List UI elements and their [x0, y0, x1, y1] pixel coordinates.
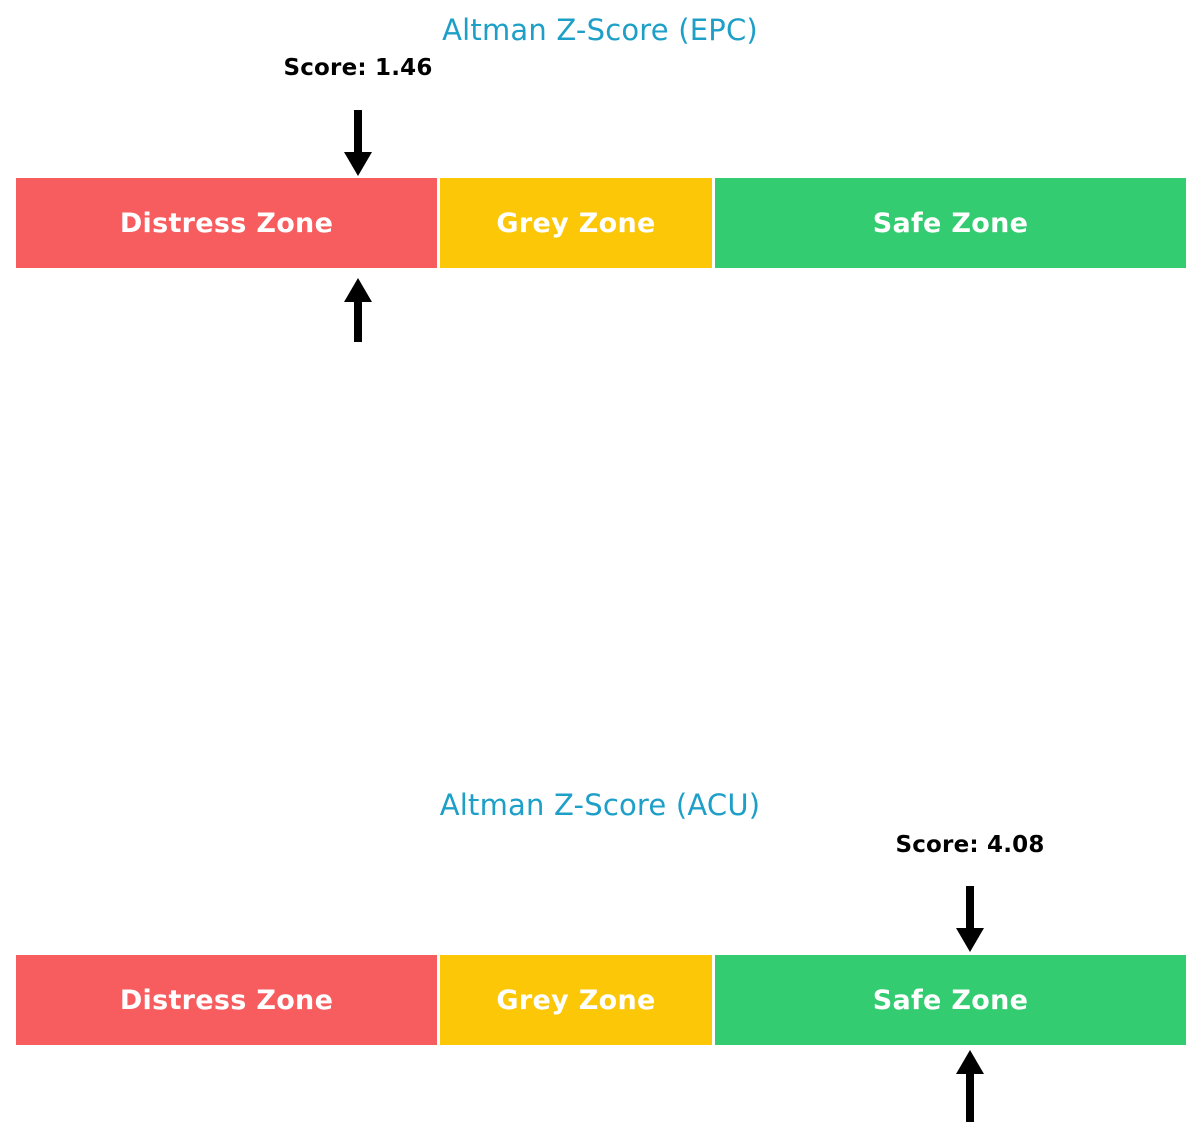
zone-safe-epc[interactable]: Safe Zone [715, 178, 1186, 268]
zone-label: Distress Zone [119, 984, 334, 1016]
chart-title-epc: Altman Z-Score (EPC) [442, 13, 758, 47]
score-label-epc: Score: 1.46 [283, 55, 433, 81]
zone-bar-epc: Distress Zone Grey Zone Safe Zone [16, 178, 1186, 268]
arrow-up-icon [341, 278, 375, 342]
zone-grey-epc[interactable]: Grey Zone [440, 178, 712, 268]
zone-distress-acu[interactable]: Distress Zone [16, 955, 437, 1045]
score-label-acu: Score: 4.08 [895, 832, 1045, 858]
zone-label: Safe Zone [872, 984, 1029, 1016]
arrow-down-icon [341, 110, 375, 178]
zone-label: Distress Zone [119, 207, 334, 239]
gauge-panel-acu: Altman Z-Score (ACU) Score: 4.08 Distres… [0, 388, 1200, 1122]
gauge-panel-epc: Altman Z-Score (EPC) Score: 1.46 Distres… [0, 0, 1200, 390]
arrow-down-icon [953, 886, 987, 954]
chart-title-acu: Altman Z-Score (ACU) [439, 788, 761, 822]
zone-bar-acu: Distress Zone Grey Zone Safe Zone [16, 955, 1186, 1045]
zone-label: Grey Zone [496, 207, 656, 239]
zone-label: Grey Zone [496, 984, 656, 1016]
zone-distress-epc[interactable]: Distress Zone [16, 178, 437, 268]
zone-label: Safe Zone [872, 207, 1029, 239]
zone-grey-acu[interactable]: Grey Zone [440, 955, 712, 1045]
arrow-up-icon [953, 1050, 987, 1122]
zone-safe-acu[interactable]: Safe Zone [715, 955, 1186, 1045]
